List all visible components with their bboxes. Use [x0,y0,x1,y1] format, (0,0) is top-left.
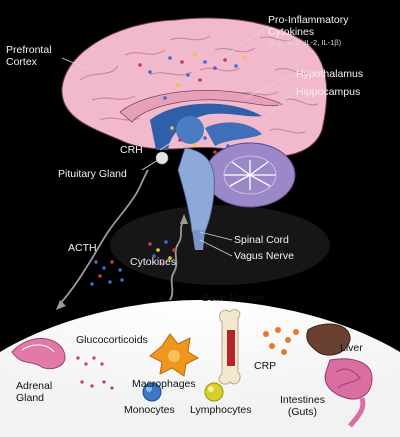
label-prefrontal-cortex: Prefrontal Cortex [6,44,52,68]
label-cytokines: Cytokines [130,256,177,268]
label-crp: CRP [254,360,277,372]
label-pro-inflammatory-examples: (e.g., IL-6, IL-2, IL-1β) [268,38,342,47]
brainstem [177,147,215,233]
label-lymphocytes: Lymphocytes [190,404,252,416]
adrenal-gland-shape [11,338,66,370]
label-adrenal-line2: Gland [16,392,45,404]
arrow-pituitary-to-adrenal [59,169,149,305]
label-liver: Liver [340,342,363,354]
limbic-structure [150,103,262,150]
macrophage-cell [149,333,200,377]
label-pro-inflammatory-line2: Cytokines [268,26,315,38]
brain-reflection [110,205,330,285]
label-spinal-cord: Spinal Cord [234,234,289,246]
label-bone-marrow: Bone Marrow [202,292,265,304]
lymphocyte-cell [204,382,224,402]
brain-cytokine-dots [138,53,247,154]
monocyte-highlight [146,386,152,392]
lymphocyte-highlight [208,386,214,392]
corpus-callosum [119,89,283,123]
label-adrenal-gland: Adrenal Gland [16,380,52,404]
label-intestines-line2: (Guts) [287,406,318,418]
label-glucocorticoids: Glucocorticoids [76,334,148,346]
spinal-cord [192,230,205,250]
cytokine-cluster [148,240,176,266]
label-monocytes: Monocytes [124,404,175,416]
label-acth: ACTH [68,242,97,254]
cerebellum [204,142,296,208]
crp-dots [263,327,299,355]
arrow-cytokines-up [169,219,185,301]
intestines-shape [324,358,373,428]
label-pro-inflammatory-line1: Pro-Inflammatory [268,14,349,26]
label-hypothalamus: Hypothalamus [296,68,364,80]
pituitary [155,151,169,165]
label-pituitary-gland: Pituitary Gland [58,168,127,180]
thalamus [176,116,204,144]
body-region [0,300,400,437]
label-prefrontal-cortex-line1: Prefrontal [6,44,52,56]
label-vagus-nerve: Vagus Nerve [234,250,294,262]
label-macrophages: Macrophages [132,378,196,390]
acth-dots [90,260,124,286]
arrowhead-adrenal [56,300,66,310]
label-prefrontal-cortex-line2: Cortex [6,56,37,68]
label-hippocampus: Hippocampus [296,86,361,98]
hippocampus-structure [205,122,262,146]
glucocorticoid-dots [76,356,114,390]
label-intestines-line1: Intestines [280,394,325,406]
leader-lines [61,25,295,257]
liver-shape [306,323,351,356]
bone-marrow-bone [218,309,241,385]
label-pro-inflammatory-cytokines: Pro-Inflammatory Cytokines (e.g., IL-6, … [268,14,349,47]
label-crh: CRH [120,144,143,156]
arrowhead-cytokines [180,214,188,224]
label-adrenal-line1: Adrenal [16,380,53,392]
label-intestines: Intestines (Guts) [280,394,325,418]
